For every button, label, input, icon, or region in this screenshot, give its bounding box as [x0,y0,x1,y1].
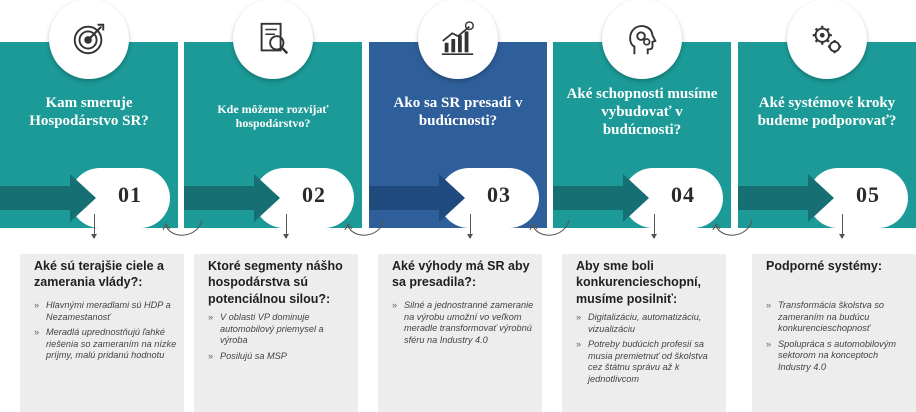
step-question: Kde môžeme rozvíjať hospodárstvo? [217,101,329,130]
bullet-item: Hlavnými meradlami sú HDP a Nezamestanos… [34,300,178,323]
step-icon-circle [418,0,498,79]
box-bullets: Silné a jednostranné zameranie na výrobu… [392,300,536,350]
box-title: Ktoré segmenty nášho hospodárstva sú pot… [208,259,343,306]
step-number: 02 [302,182,326,207]
step-number: 03 [487,182,511,207]
step-question: Aké schopnosti musíme vybudovať v budúcn… [566,86,718,138]
box-title: Podporné systémy: [766,259,883,273]
growth-chart-icon [439,20,477,58]
step-number: 01 [118,182,142,207]
curved-arrow-icon [527,216,573,249]
detail-box-2: Ktoré segmenty nášho hospodárstva sú pot… [194,254,358,412]
head-gears-icon [623,20,661,58]
box-title: Aby sme boli konkurencieschopní, musíme … [576,259,702,306]
bullet-item: Silné a jednostranné zameranie na výrobu… [392,300,536,346]
detail-box-1: Aké sú terajšie ciele a zamerania vlády?… [20,254,184,412]
step-icon-circle [602,0,682,79]
document-search-icon [254,20,292,58]
step-arrow: 02 [184,168,362,228]
box-title: Aké sú terajšie ciele a zamerania vlády?… [34,259,164,290]
down-arrow-connector [467,214,473,239]
bullet-item: Spolupráca s automobilovým sektorom na k… [766,339,910,374]
curved-arrow-icon [160,216,206,249]
target-icon [70,20,108,58]
bullet-item: Meradlá uprednostňujú ľahké riešenia so … [34,327,178,362]
box-bullets: V oblasti VP dominuje automobilový priem… [208,312,352,366]
step-icon-circle [233,0,313,79]
step-panel: Aké systémové kroky budeme podporovať? 05 [738,42,916,228]
box-bullets: Transformácia školstva so zameraním na b… [766,300,910,377]
box-title: Aké výhody má SR aby sa presadila?: [392,259,530,290]
step-arrow: 05 [738,168,916,228]
box-bullets: Hlavnými meradlami sú HDP a Nezamestanos… [34,300,178,366]
step-04: Aké schopnosti musíme vybudovať v budúcn… [553,0,731,228]
bullet-item: Posilujú sa MSP [208,351,352,363]
step-icon-circle [49,0,129,79]
step-number: 04 [671,182,695,207]
down-arrow-connector [283,214,289,239]
detail-box-4: Aby sme boli konkurencieschopní, musíme … [562,254,726,412]
step-question: Kam smeruje Hospodárstvo SR? [29,95,149,129]
step-arrow: 04 [553,168,731,228]
curved-arrow-icon [342,216,388,249]
step-arrow: 01 [0,168,178,228]
down-arrow-connector [651,214,657,239]
step-01: Kam smeruje Hospodárstvo SR? 01 [0,0,178,228]
bullet-item: Transformácia školstva so zameraním na b… [766,300,910,335]
bullet-item: V oblasti VP dominuje automobilový priem… [208,312,352,347]
step-05: Aké systémové kroky budeme podporovať? 05 [738,0,916,228]
step-question: Ako sa SR presadí v budúcnosti? [393,95,523,129]
detail-box-3: Aké výhody má SR aby sa presadila?: Silné… [378,254,542,412]
bullet-item: Digitalizáciu, automatizáciu, vizualizác… [576,312,720,335]
bullet-item: Potreby budúcich profesií sa musia premi… [576,339,720,385]
down-arrow-connector [91,214,97,239]
step-03: Ako sa SR presadí v budúcnosti? 03 [369,0,547,228]
step-icon-circle [787,0,867,79]
step-02: Kde môžeme rozvíjať hospodárstvo? 02 [184,0,362,228]
step-arrow: 03 [369,168,547,228]
down-arrow-connector [839,214,845,239]
box-bullets: Digitalizáciu, automatizáciu, vizualizác… [576,312,720,389]
detail-box-5: Podporné systémy: Transformácia školstva … [752,254,916,412]
curved-arrow-icon [710,216,756,249]
step-number: 05 [856,182,880,207]
step-question: Aké systémové kroky budeme podporovať? [757,95,897,129]
gears-icon [808,20,846,58]
